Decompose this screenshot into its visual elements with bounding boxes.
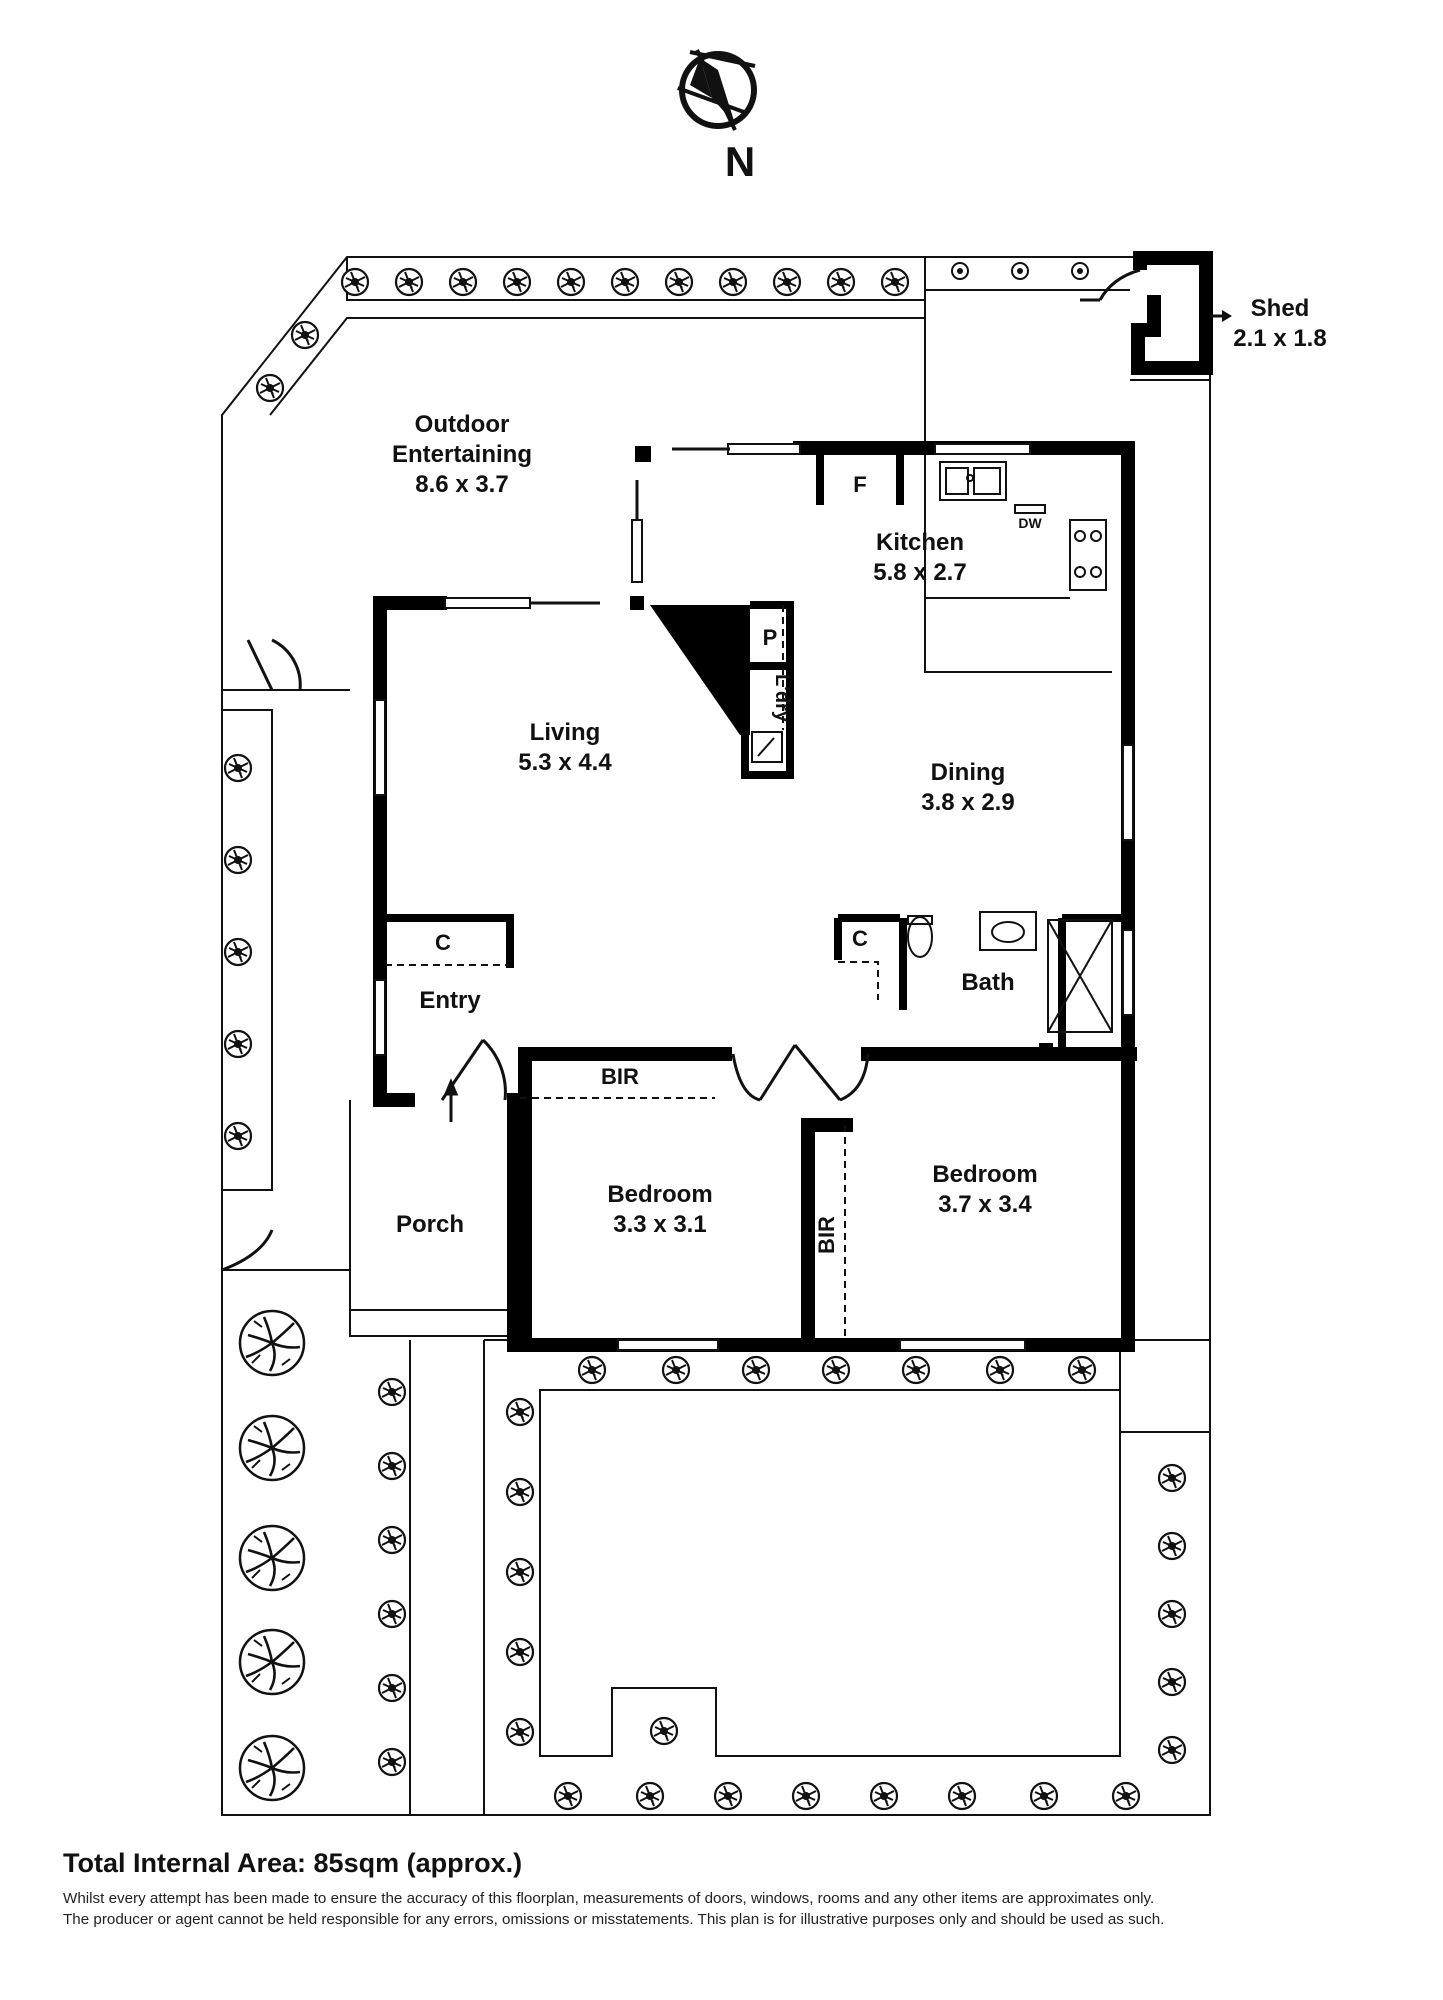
windows [374, 443, 1134, 1351]
compass: N [677, 49, 757, 185]
dining-name: Dining [931, 759, 1006, 786]
outdoor-name-line1: Outdoor [415, 411, 510, 438]
sink-icon [939, 461, 1007, 501]
cupboard-bath-label: C [852, 926, 868, 951]
dishwasher-label: DW [1018, 515, 1042, 531]
bedroom1-size: 3.3 x 3.1 [613, 1211, 706, 1238]
shed-name: Shed [1251, 295, 1310, 322]
shed [1131, 251, 1232, 375]
pantry-label: P [763, 625, 778, 650]
kitchen-pier [650, 605, 750, 735]
disclaimer-line-1: Whilst every attempt has been made to en… [63, 1890, 1155, 1907]
outdoor-size: 8.6 x 3.7 [415, 471, 508, 498]
hedge-back-garden [505, 1355, 1187, 1811]
outdoor-name-line2: Entertaining [392, 441, 532, 468]
shed-size: 2.1 x 1.8 [1233, 325, 1326, 352]
hedge-left [223, 753, 253, 1151]
shower-icon [1047, 919, 1113, 1033]
disclaimer: Whilst every attempt has been made to en… [63, 1888, 1423, 1930]
kitchen-fixtures [751, 461, 1107, 763]
doors [221, 268, 1141, 1272]
cupboard-entry-label: C [435, 930, 451, 955]
laundry-label: L'dry [771, 674, 793, 723]
bedroom2-name: Bedroom [932, 1161, 1037, 1188]
bedroom2-size: 3.7 x 3.4 [938, 1191, 1032, 1218]
bir-bed1-label: BIR [601, 1064, 639, 1089]
kitchen-size: 5.8 x 2.7 [873, 559, 966, 586]
trees-front [238, 1309, 306, 1802]
hedge-top [255, 262, 1089, 403]
living-size: 5.3 x 4.4 [518, 749, 612, 776]
porch-name: Porch [396, 1211, 464, 1238]
cupboard-lines [385, 605, 879, 1340]
post-marker-2 [630, 596, 644, 610]
dining-size: 3.8 x 2.9 [921, 789, 1014, 816]
compass-icon [677, 49, 757, 131]
cooktop-icon [1069, 519, 1107, 591]
kitchen-name: Kitchen [876, 529, 964, 556]
bath-fixtures [907, 911, 1113, 1033]
basin-icon [979, 911, 1037, 951]
living-name: Living [530, 719, 601, 746]
post-marker [635, 446, 651, 462]
hedge-driveway [377, 1377, 407, 1777]
entry-name: Entry [419, 987, 481, 1014]
bedroom1-name: Bedroom [607, 1181, 712, 1208]
laundry-trough-icon [751, 731, 783, 763]
total-internal-area: Total Internal Area: 85sqm (approx.) [63, 1848, 523, 1878]
dishwasher-icon [1014, 504, 1046, 514]
interior-walls [385, 450, 1128, 1050]
fridge-label: F [853, 472, 866, 497]
compass-north-label: N [725, 138, 755, 185]
bath-name: Bath [961, 969, 1014, 996]
disclaimer-line-2: The producer or agent cannot be held res… [63, 1911, 1165, 1928]
bir-bed2-label: BIR [814, 1216, 839, 1254]
